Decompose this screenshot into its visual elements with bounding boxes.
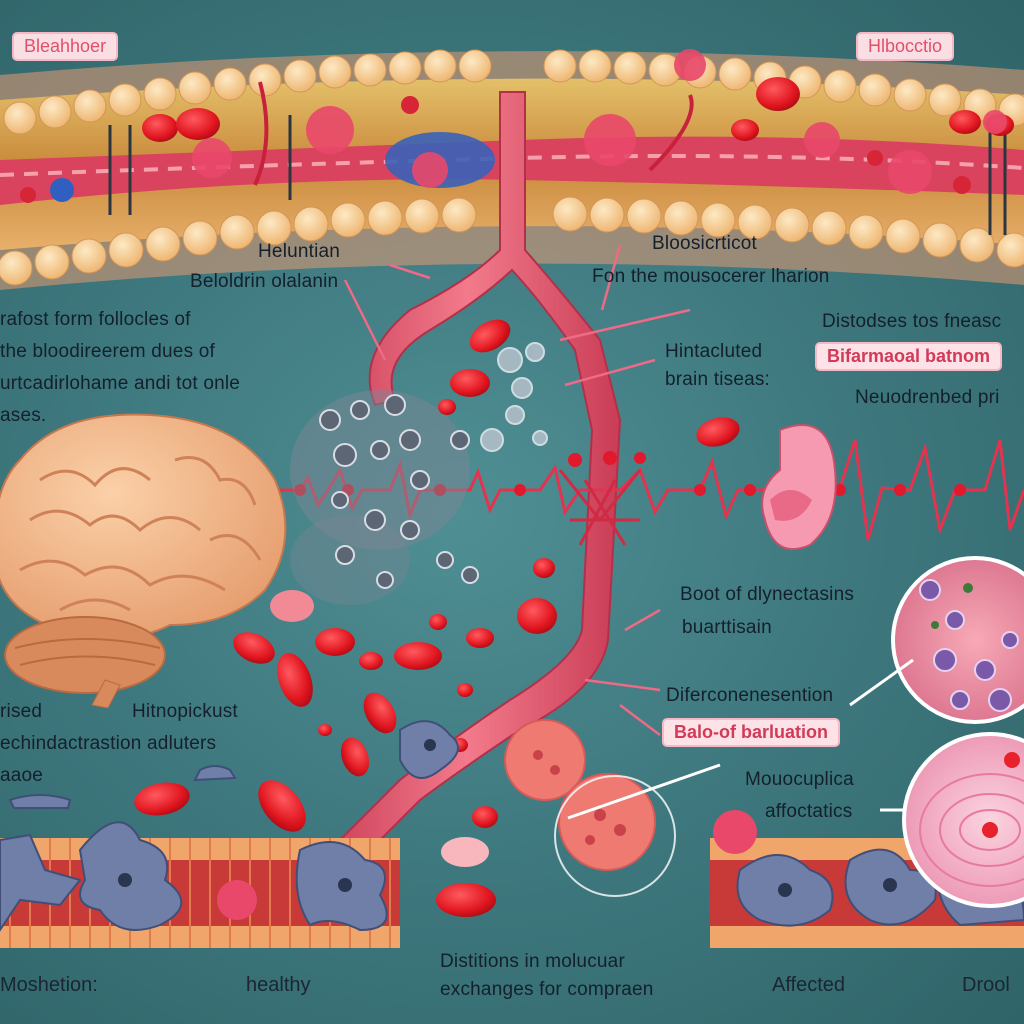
left-paragraph-line-2: the bloodireerem dues of (0, 341, 215, 362)
tag-balo-of: Balo-of barluation (662, 718, 840, 747)
tag-bifarmaoal: Bifarmaoal batnom (815, 342, 1003, 371)
magnified-view-lower (880, 732, 1024, 908)
top-membrane (0, 49, 1024, 291)
label-buarttisain: buarttisain (682, 617, 772, 638)
label-beloldrin: Beloldrin olalanin (190, 271, 339, 292)
pointer-arrows (343, 244, 691, 736)
label-mouocuplica: Mouocuplica (745, 769, 854, 790)
brain-illustration (0, 413, 287, 709)
bottom-label-healthy: healthy (246, 974, 311, 996)
label-hintacluted: Hintacluted (665, 341, 763, 362)
label-boot-of: Boot of dlynectasins (680, 584, 855, 605)
label-rised: rised (0, 701, 43, 722)
label-heluntian: Heluntian (258, 241, 341, 262)
amyloid-cluster (290, 342, 548, 605)
left-paragraph-line-4: ases. (0, 405, 47, 426)
label-aaoe: aaoe (0, 765, 44, 786)
callout-line (567, 763, 721, 820)
label-brain-tiseas: brain tiseas: (665, 369, 771, 390)
label-distodses: Distodses tos fneasc (822, 311, 1002, 332)
label-echindactrastion: echindactrastion adluters (0, 733, 217, 754)
label-hitnopickust: Hitnopickust (132, 701, 238, 722)
callout-ring (554, 775, 676, 897)
pulse-line (270, 424, 1024, 550)
red-blood-cells (134, 319, 740, 917)
bottom-label-affected: Affected (772, 974, 846, 996)
label-exchanges: exchanges for compraen (440, 979, 654, 1000)
label-neuodrenbed: Neuodrenbed pri (855, 387, 1000, 408)
label-bloosicticot: Bloosicrticot (652, 233, 758, 254)
label-distitions: Distitions in molucuar (440, 951, 625, 972)
bottom-membrane (0, 719, 1024, 948)
top-left-tag: Bleahhoer (12, 32, 119, 61)
bottom-label-drool: Drool (962, 974, 1010, 996)
bottom-label-moshetion: Moshetion: (0, 974, 98, 996)
left-paragraph-line-3: urtcadirlohame andi tot onle (0, 373, 241, 394)
magnified-view-upper (849, 556, 1024, 724)
label-diferconenesention: Diferconenesention (666, 685, 834, 706)
top-right-tag: Hlbocctio (856, 32, 955, 61)
label-fon-the: Fon the mousocerer lharion (592, 266, 830, 287)
left-paragraph-line-1: rafost form follocles of (0, 309, 191, 330)
label-affoctatics: affoctatics (765, 801, 853, 822)
branching-vessel (313, 91, 622, 882)
